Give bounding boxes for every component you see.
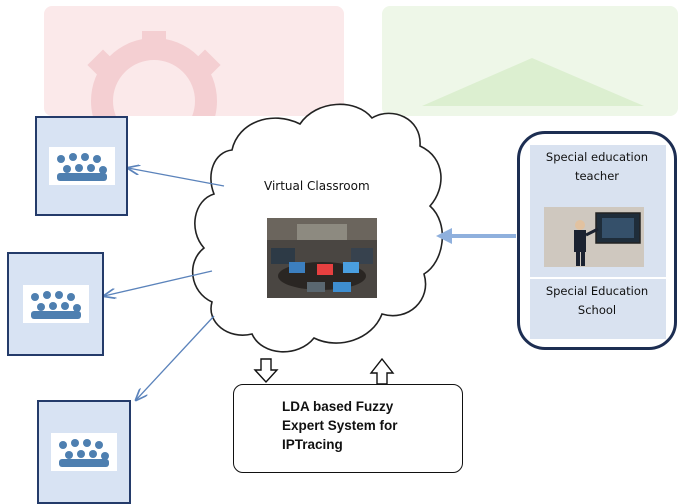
arrow-to-student-3 <box>136 315 215 400</box>
special-education-panel: Special education teacher Special Educat… <box>517 131 677 350</box>
arrow-to-student-1 <box>128 168 225 187</box>
students-group-icon <box>48 147 115 185</box>
teacher-image <box>544 207 644 267</box>
special-education-teacher-text: Special education teacher <box>545 150 649 183</box>
expert-system-label: LDA based Fuzzy Expert System for IPTrac… <box>282 399 398 452</box>
up-arrow-to-cloud <box>369 357 395 385</box>
student-group-box-1 <box>35 116 128 216</box>
special-education-teacher-label: Special education teacher <box>520 148 674 186</box>
panel-divider <box>530 277 666 279</box>
students-group-icon <box>22 285 89 323</box>
virtual-classroom-label: Virtual Classroom <box>264 179 370 193</box>
virtual-classroom-image <box>267 218 377 298</box>
teacher-at-screen-icon <box>544 207 644 267</box>
classroom-scene-icon <box>267 218 377 298</box>
special-education-school-text: Special Education School <box>545 284 649 317</box>
student-group-box-3 <box>37 400 131 504</box>
special-education-school-label: Special Education School <box>520 282 674 320</box>
expert-system-box: LDA based Fuzzy Expert System for IPTrac… <box>233 384 463 473</box>
students-group-icon <box>30 291 81 319</box>
students-group-icon <box>59 439 109 467</box>
students-group-icon <box>51 433 117 471</box>
arrow-to-student-2 <box>104 270 213 296</box>
student-group-box-2 <box>7 252 104 356</box>
down-arrow-to-expert-system <box>253 358 279 384</box>
cap-watermark-icon <box>422 58 644 106</box>
watermark-logo-right <box>382 6 678 116</box>
arrow-from-teacher-head <box>436 228 452 244</box>
students-group-icon <box>56 153 107 181</box>
